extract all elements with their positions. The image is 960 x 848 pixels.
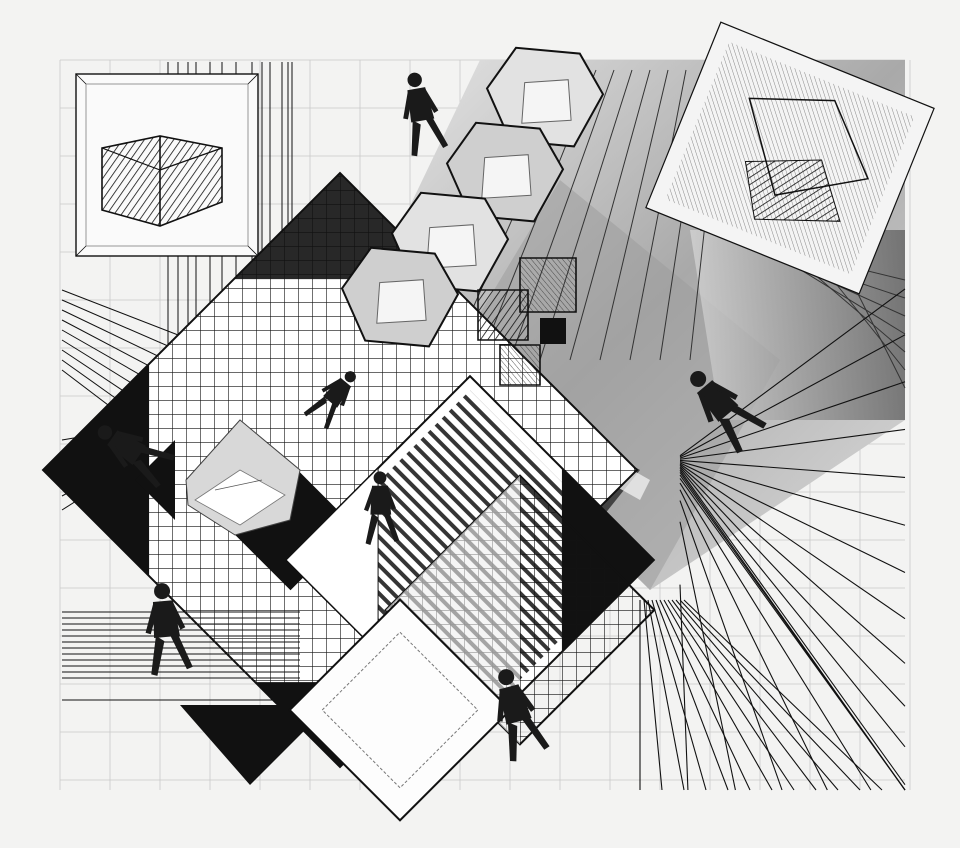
- hatched-ceiling-panel: [645, 21, 935, 295]
- hex-block: [340, 246, 460, 348]
- person-figure: [497, 669, 550, 762]
- corridor-line: [824, 269, 906, 371]
- person-figure: [364, 471, 400, 545]
- hex-block-inner: [521, 79, 572, 124]
- radiating-perspective-lines: [639, 288, 906, 791]
- radial-line: [675, 599, 839, 791]
- radial-line: [671, 599, 817, 791]
- hexagonal-block-chain: [340, 46, 605, 348]
- radial-line: [679, 584, 689, 791]
- person-figure: [403, 72, 449, 157]
- radial-line: [643, 599, 663, 791]
- corridor-line: [849, 277, 906, 389]
- radial-line: [655, 599, 729, 791]
- radial-line: [679, 428, 906, 460]
- radial-line: [667, 599, 795, 791]
- radial-line: [679, 468, 906, 748]
- radial-line: [663, 599, 773, 791]
- radial-line: [679, 334, 906, 458]
- hex-block: [445, 121, 565, 223]
- black-triangle-bottom-left: [180, 705, 330, 785]
- radial-line: [679, 469, 906, 786]
- radial-line: [651, 599, 707, 791]
- radial-line: [679, 466, 906, 707]
- radial-line: [647, 599, 685, 791]
- radial-line: [679, 463, 906, 620]
- radial-line: [679, 288, 906, 457]
- people-figures: [97, 72, 767, 762]
- person-figure: [97, 425, 175, 489]
- corridor-line: [629, 69, 687, 361]
- radial-line: [679, 459, 906, 478]
- radial-line: [679, 599, 861, 791]
- radial-line: [679, 464, 906, 664]
- radial-line: [659, 599, 751, 791]
- hex-block-inner: [481, 154, 532, 199]
- radial-line: [679, 462, 906, 573]
- corridor-line: [569, 69, 651, 361]
- hatched-diamond-stack: [477, 257, 577, 386]
- radial-line: [679, 461, 906, 526]
- person-figure: [690, 370, 767, 454]
- hex-block-inner: [376, 279, 427, 324]
- corridor-line: [599, 69, 669, 361]
- framed-cube-drawing: [75, 73, 259, 257]
- person-figure: [145, 583, 193, 676]
- person-figure: [303, 371, 356, 430]
- radial-line: [679, 521, 736, 791]
- radial-line: [683, 599, 883, 791]
- crumpled-cube-photo: [185, 419, 301, 536]
- radial-line: [679, 381, 906, 459]
- radial-line: [679, 482, 872, 791]
- hex-block: [485, 46, 605, 148]
- floor-stripes: [62, 611, 340, 701]
- radial-line: [679, 478, 906, 791]
- white-rotated-square: [288, 598, 512, 822]
- radial-line: [679, 489, 828, 791]
